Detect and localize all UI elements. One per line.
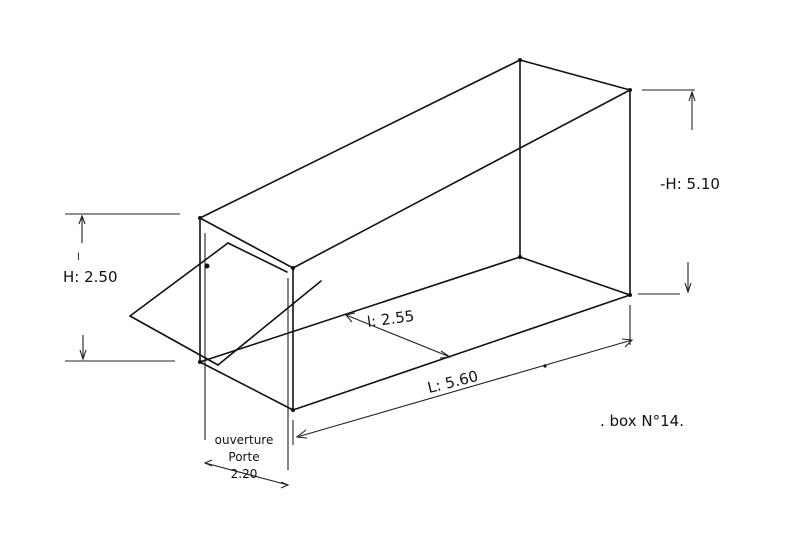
box-edges	[199, 59, 631, 411]
dimension-width	[344, 312, 452, 359]
door-opening-value: 2.20	[230, 467, 258, 481]
dimension-door-height	[65, 213, 180, 362]
door-panel	[129, 233, 322, 470]
door-height-text: H: 2.50	[63, 268, 118, 286]
back-face	[519, 59, 631, 296]
dimension-box-height	[638, 89, 696, 295]
dimension-door-opening	[203, 459, 290, 489]
front-face	[199, 217, 294, 411]
door-opening-line1: ouverture	[214, 433, 274, 447]
dimension-length	[292, 305, 634, 445]
door-opening-line2: Porte	[228, 450, 260, 464]
corner-dots	[198, 58, 632, 412]
door-height-label: H: 2.50	[63, 268, 118, 286]
box-title: . box N°14.	[600, 412, 684, 430]
box-height-label: -H: 5.10	[660, 175, 720, 193]
door-opening-label: ouverture Porte 2.20	[214, 432, 274, 483]
door-height-superscript: l	[77, 252, 80, 263]
